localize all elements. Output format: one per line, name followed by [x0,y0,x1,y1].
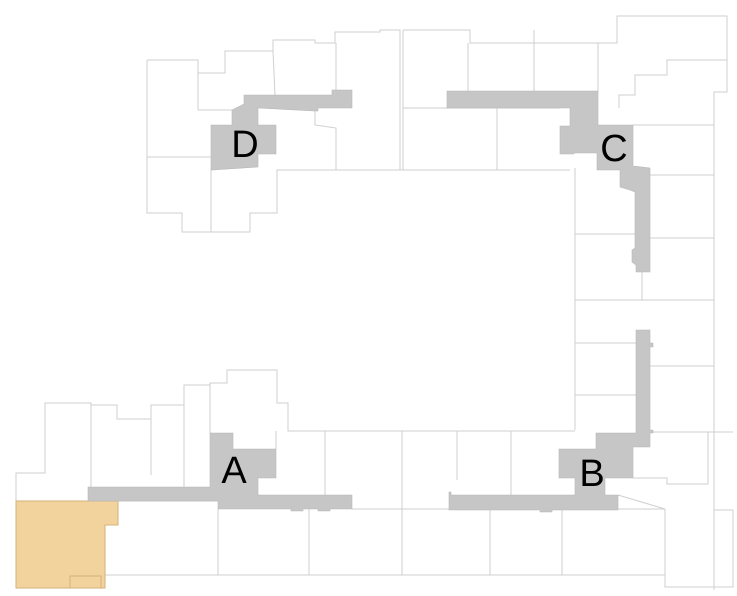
unit-wall [617,494,666,510]
unit-outlines [146,29,570,233]
core-label-b: B [579,453,604,495]
core-b-corridor[interactable] [448,329,654,513]
core-c-corridor[interactable] [446,90,651,273]
unit-outlines-ne [402,15,733,590]
unit-outline [146,60,570,233]
unit-outline [105,509,734,588]
unit-outline [403,15,728,590]
unit-outlines-south [15,369,734,588]
unit-wall [618,59,727,108]
core-label-d: D [231,124,258,166]
unit-outline [15,369,402,501]
highlighted-unit[interactable] [15,500,119,589]
unit-wall [633,432,709,485]
unit-outline [147,29,401,170]
core-label-a: A [221,450,247,492]
core-a-corridor[interactable] [87,432,353,512]
highlighted-unit-subroom [69,575,102,589]
unit-wall [314,108,337,170]
core-label-c: C [600,128,627,170]
core-d-corridor[interactable] [210,89,353,171]
unit-wall [272,50,276,96]
